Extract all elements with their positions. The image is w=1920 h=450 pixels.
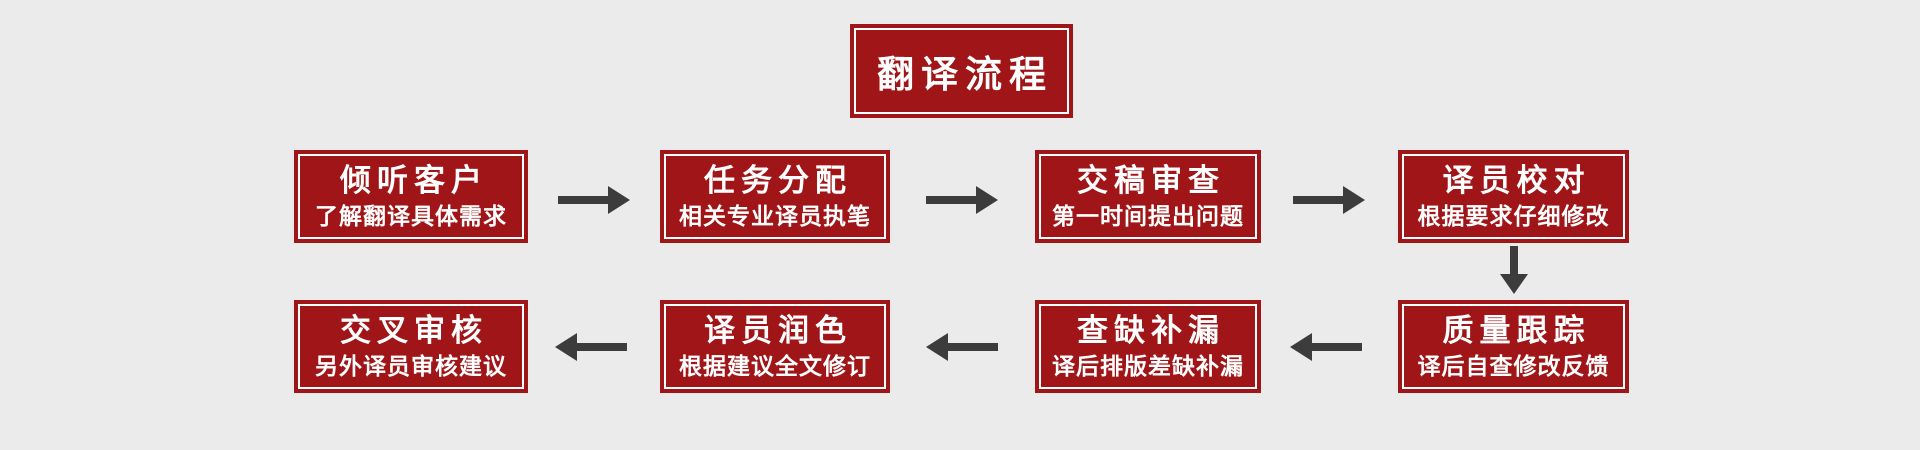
flow-node-cross-review: 交叉审核 另外译员审核建议: [294, 300, 528, 393]
flow-node-task-assignment: 任务分配 相关专业译员执笔: [660, 150, 890, 243]
flowchart-title: 翻译流程: [877, 54, 1053, 95]
node-subtitle: 第一时间提出问题: [1052, 203, 1244, 230]
node-subtitle: 根据要求仔细修改: [1417, 203, 1610, 230]
node-subtitle: 译后排版差缺补漏: [1052, 353, 1244, 380]
flow-node-quality-tracking: 质量跟踪 译后自查修改反馈: [1398, 300, 1629, 393]
arrow-left-icon: [1290, 333, 1362, 361]
node-subtitle: 相关专业译员执笔: [679, 203, 871, 230]
flowchart-title-box: 翻译流程: [850, 24, 1073, 118]
node-subtitle: 译后自查修改反馈: [1417, 353, 1610, 380]
node-title: 译员润色: [704, 313, 852, 349]
node-subtitle: 另外译员审核建议: [315, 353, 507, 380]
arrow-right-icon: [558, 186, 630, 214]
flow-node-gap-check: 查缺补漏 译后排版差缺补漏: [1035, 300, 1261, 393]
node-title: 质量跟踪: [1442, 313, 1591, 349]
arrow-right-icon: [1293, 186, 1365, 214]
node-title: 交叉审核: [340, 313, 488, 349]
flow-node-draft-review: 交稿审查 第一时间提出问题: [1035, 150, 1261, 243]
arrow-down-icon: [1500, 246, 1528, 294]
node-subtitle: 根据建议全文修订: [679, 353, 871, 380]
flow-node-translator-proofread: 译员校对 根据要求仔细修改: [1398, 150, 1629, 243]
node-title: 译员校对: [1442, 163, 1591, 199]
flow-node-listen-customer: 倾听客户 了解翻译具体需求: [294, 150, 528, 243]
arrow-right-icon: [926, 186, 998, 214]
flow-node-translator-polish: 译员润色 根据建议全文修订: [660, 300, 890, 393]
node-title: 倾听客户: [340, 163, 488, 199]
node-title: 任务分配: [704, 163, 852, 199]
node-title: 交稿审查: [1077, 163, 1225, 199]
arrow-left-icon: [555, 333, 627, 361]
node-subtitle: 了解翻译具体需求: [315, 203, 507, 230]
arrow-left-icon: [926, 333, 998, 361]
node-title: 查缺补漏: [1077, 313, 1225, 349]
